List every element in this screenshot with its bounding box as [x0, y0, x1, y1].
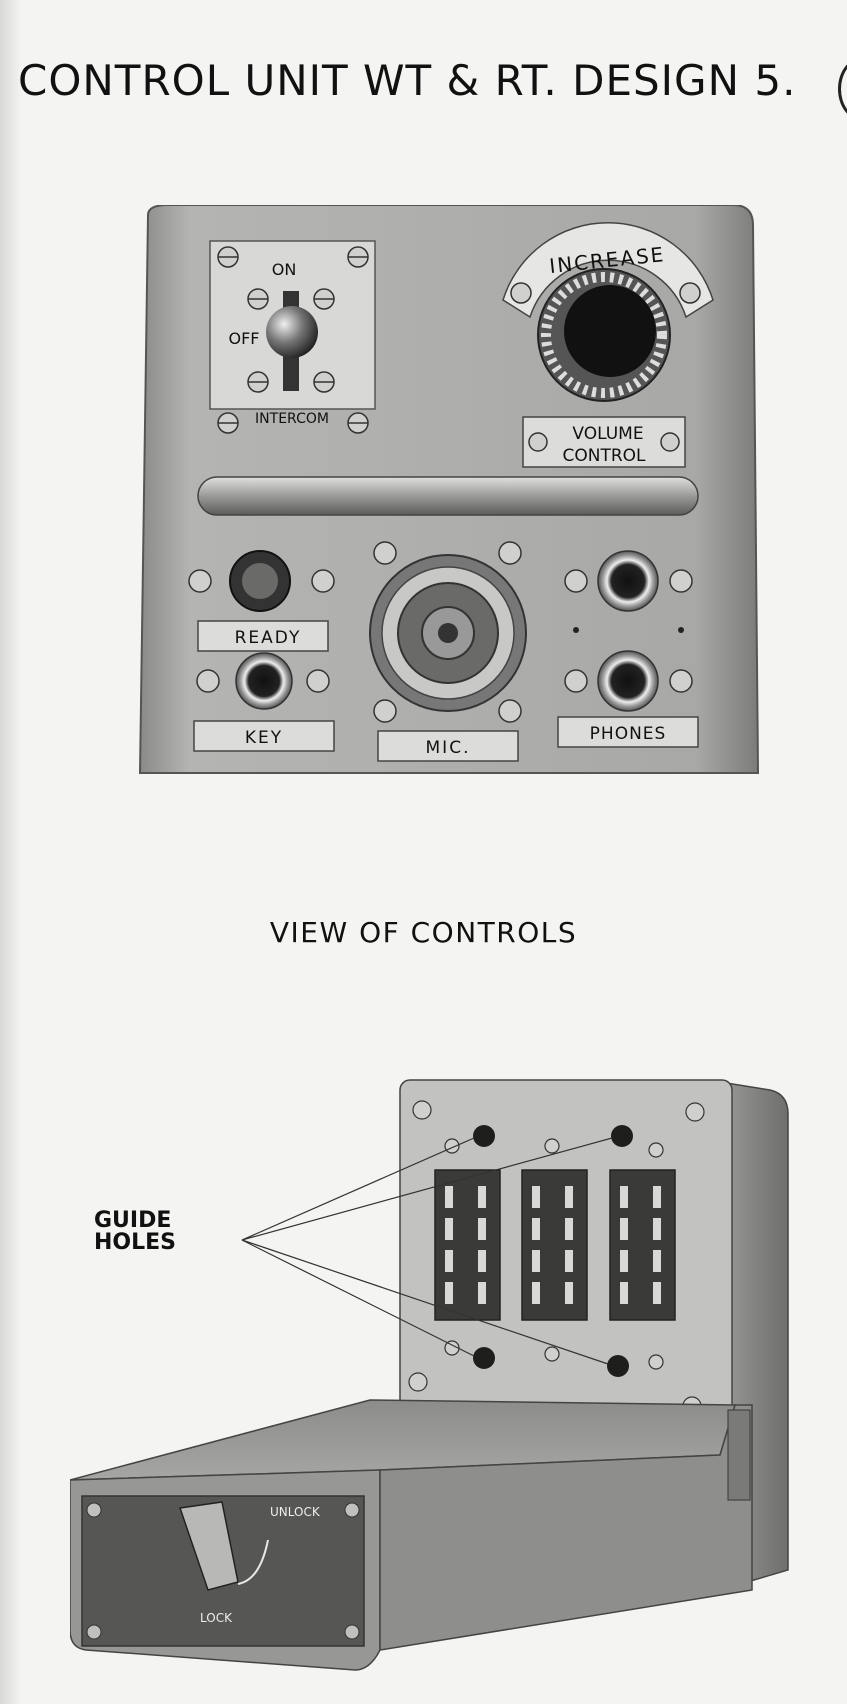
phones-label: PHONES	[590, 724, 667, 744]
guide-label-line1: GUIDE	[94, 1208, 172, 1233]
intercom-switch-plate: ON OFF INTERCOM	[209, 240, 376, 427]
switch-on-label: ON	[272, 260, 297, 279]
key-jack	[196, 652, 330, 710]
volume-label-line1: VOLUME	[572, 424, 643, 444]
key-label: KEY	[245, 728, 283, 748]
ready-label-plate: READY	[197, 620, 329, 652]
guide-hole-leaders	[241, 1137, 613, 1365]
switch-plate-screws	[217, 246, 369, 434]
volume-control-plate: VOLUME CONTROL	[522, 416, 686, 468]
handle-bar	[197, 476, 699, 516]
volume-control-knob: INCREASE	[502, 222, 714, 402]
front-view-illustration: ON OFF INTERCOM INCREASE VOLUME CONTROL	[138, 205, 760, 774]
connector-blocks	[434, 1169, 676, 1321]
unlock-label: UNLOCK	[270, 1505, 321, 1519]
intercom-label: INTERCOM	[255, 411, 329, 427]
lock-lever	[178, 1501, 239, 1591]
ready-lamp	[188, 550, 335, 612]
mic-label-plate: MIC.	[377, 730, 519, 762]
rear-view-illustration: UNLOCK LOCK	[70, 1079, 789, 1671]
guide-label-line2: HOLES	[94, 1230, 177, 1255]
switch-off-label: OFF	[229, 329, 260, 348]
page-number-circle	[838, 58, 847, 120]
view-caption: VIEW OF CONTROLS	[269, 916, 578, 949]
volume-label-line2: CONTROL	[562, 446, 646, 466]
lock-plate: UNLOCK LOCK	[81, 1495, 365, 1647]
guide-holes-label: GUIDE HOLES	[94, 1210, 176, 1254]
key-label-plate: KEY	[193, 720, 335, 752]
mic-label: MIC.	[426, 738, 471, 758]
page-edge-shadow	[0, 0, 22, 1704]
lock-label: LOCK	[200, 1611, 233, 1625]
page-title: CONTROL UNIT WT & RT. DESIGN 5.	[18, 56, 797, 106]
phones-jacks	[564, 550, 693, 712]
ready-label: READY	[235, 628, 302, 648]
guide-hole-markers	[473, 1125, 633, 1377]
toggle-switch-knob	[266, 306, 318, 358]
phones-label-plate: PHONES	[557, 716, 699, 748]
mic-socket	[369, 541, 527, 723]
